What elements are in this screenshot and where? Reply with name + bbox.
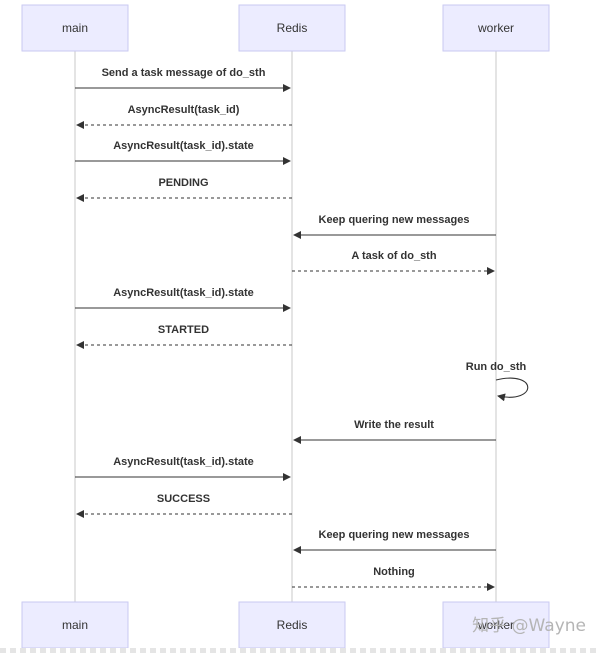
- participant-label-main-top: main: [62, 21, 88, 35]
- message-label: SUCCESS: [157, 493, 210, 505]
- participant-box-worker-top: [442, 4, 550, 52]
- message-2: AsyncResult(task_id): [76, 104, 292, 129]
- message-9: Run do_sth: [466, 361, 529, 402]
- message-11: AsyncResult(task_id).state: [75, 456, 291, 481]
- actors-bottom: main Redis worker: [21, 601, 550, 649]
- message-label: Write the result: [354, 419, 434, 431]
- cropped-text-strip: [0, 648, 600, 653]
- message-5: Keep quering new messages: [293, 214, 496, 239]
- participant-label-main-bottom: main: [62, 618, 88, 632]
- participant-box-main-top: [21, 4, 129, 52]
- message-7: AsyncResult(task_id).state: [75, 287, 291, 312]
- message-label: AsyncResult(task_id).state: [113, 287, 254, 299]
- message-arrow-self: [495, 377, 529, 402]
- message-label: Run do_sth: [466, 361, 527, 373]
- message-label: Nothing: [373, 566, 415, 578]
- message-label: AsyncResult(task_id).state: [113, 456, 254, 468]
- message-12: SUCCESS: [76, 493, 292, 518]
- message-8: STARTED: [76, 324, 292, 349]
- message-14: Nothing: [292, 566, 495, 591]
- message-label: PENDING: [158, 177, 208, 189]
- message-3: AsyncResult(task_id).state: [75, 140, 291, 165]
- message-13: Keep quering new messages: [293, 529, 496, 554]
- message-6: A task of do_sth: [292, 250, 495, 275]
- message-1: Send a task message of do_sth: [75, 67, 291, 92]
- message-4: PENDING: [76, 177, 292, 202]
- participant-box-redis-top: [238, 4, 346, 52]
- message-label: AsyncResult(task_id): [128, 104, 240, 116]
- message-10: Write the result: [293, 419, 496, 444]
- message-label: Keep quering new messages: [319, 214, 470, 226]
- messages: Send a task message of do_sthAsyncResult…: [75, 67, 529, 591]
- lifelines: [74, 51, 497, 602]
- participant-label-worker-top: worker: [477, 21, 514, 35]
- message-label: STARTED: [158, 324, 209, 336]
- message-label: Send a task message of do_sth: [102, 67, 266, 79]
- message-label: AsyncResult(task_id).state: [113, 140, 254, 152]
- message-label: A task of do_sth: [351, 250, 436, 262]
- actors-top: main Redis worker: [21, 4, 550, 52]
- participant-label-worker-bottom: worker: [477, 618, 514, 632]
- participant-label-redis-bottom: Redis: [277, 618, 308, 632]
- watermark-text: 知乎 @Wayne: [472, 616, 586, 636]
- message-label: Keep quering new messages: [319, 529, 470, 541]
- participant-label-redis-top: Redis: [277, 21, 308, 35]
